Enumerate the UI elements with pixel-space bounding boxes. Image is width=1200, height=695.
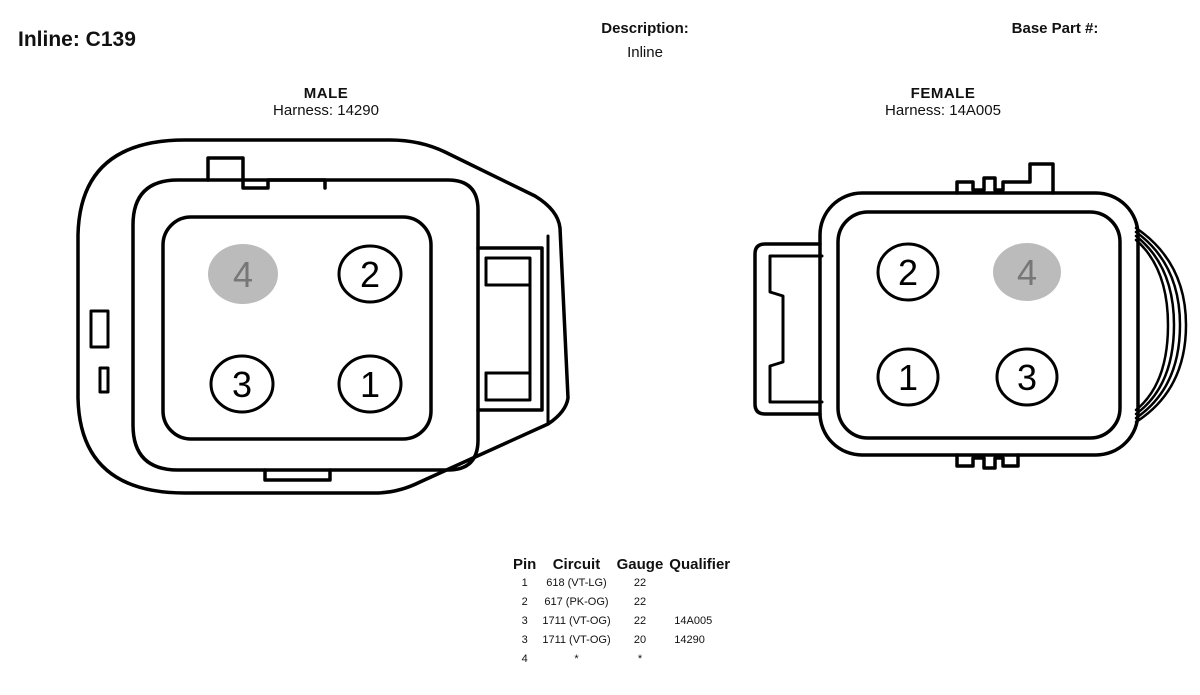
circuit-cell: 1711 (VT-OG) bbox=[542, 633, 611, 646]
pin-cell: 3 bbox=[521, 633, 528, 646]
female-cavity-2-label: 2 bbox=[898, 252, 918, 293]
female-gender-label: FEMALE bbox=[910, 85, 976, 102]
female-cavities: 2 4 1 3 bbox=[876, 242, 1061, 407]
female-harness-label: Harness: 14A005 bbox=[885, 102, 1001, 119]
table-header-row: Pin Circuit Gauge Qualifier bbox=[510, 556, 733, 573]
male-cavity-3-label: 3 bbox=[232, 364, 252, 405]
gauge-cell: 22 bbox=[633, 614, 647, 627]
gauge-cell: * bbox=[637, 652, 643, 665]
gauge-cell: 22 bbox=[633, 595, 647, 608]
gauge-cell: 22 bbox=[633, 576, 647, 589]
male-harness-label: Harness: 14290 bbox=[273, 102, 379, 119]
description-label: Description: bbox=[601, 20, 689, 37]
female-cavity-4 bbox=[993, 243, 1061, 301]
female-connector-header: FEMALE Harness: 14A005 bbox=[823, 85, 1063, 119]
qualifier-cell bbox=[666, 573, 733, 592]
pin-cell: 1 bbox=[521, 576, 528, 589]
male-left-window-large bbox=[89, 309, 110, 349]
table-row: 2 617 (PK-OG) 22 bbox=[510, 592, 733, 611]
female-cavity-3-label: 3 bbox=[1017, 357, 1037, 398]
male-connector-drawing bbox=[76, 138, 570, 495]
page-title: Inline: C139 bbox=[18, 28, 136, 51]
male-left-window-small bbox=[98, 366, 110, 394]
male-right-lock bbox=[476, 246, 544, 412]
female-cavity-4-label: 4 bbox=[1017, 252, 1037, 293]
male-cavity-2-label: 2 bbox=[360, 254, 380, 295]
male-cavity-area bbox=[161, 215, 433, 441]
female-connector-drawing bbox=[753, 162, 1188, 470]
male-connector-header: MALE Harness: 14290 bbox=[206, 85, 446, 119]
qualifier-cell bbox=[666, 592, 733, 611]
female-cavity-1 bbox=[876, 347, 940, 407]
male-outer-shell bbox=[76, 138, 570, 495]
male-cavity-4-label: 4 bbox=[233, 254, 253, 295]
male-gender-label: MALE bbox=[303, 85, 349, 102]
female-outer-shell bbox=[818, 191, 1140, 457]
column-header-circuit: Circuit bbox=[552, 556, 601, 573]
circuit-cell: 1711 (VT-OG) bbox=[542, 614, 611, 627]
circuit-cell: * bbox=[574, 652, 579, 665]
male-cavity-1 bbox=[337, 354, 403, 414]
table-row: 4 * * bbox=[510, 649, 733, 668]
pinout-table: Pin Circuit Gauge Qualifier 1 618 (VT-LG… bbox=[510, 556, 733, 668]
gauge-cell: 20 bbox=[633, 633, 647, 646]
female-top-latch bbox=[955, 162, 1055, 195]
female-right-seal bbox=[1134, 226, 1188, 424]
male-cavity-2 bbox=[337, 244, 403, 304]
table-row: 3 1711 (VT-OG) 22 14A005 bbox=[510, 611, 733, 630]
circuit-cell: 618 (VT-LG) bbox=[546, 576, 607, 589]
qualifier-cell: 14290 bbox=[674, 633, 705, 646]
female-cavity-3 bbox=[995, 347, 1059, 407]
male-top-latch bbox=[206, 156, 327, 190]
pin-cell: 4 bbox=[521, 652, 528, 665]
column-header-qualifier: Qualifier bbox=[669, 556, 731, 573]
male-cavity-4 bbox=[208, 244, 278, 304]
female-cavity-1-label: 1 bbox=[898, 357, 918, 398]
pin-cell: 3 bbox=[521, 614, 528, 627]
female-cavity-2 bbox=[876, 242, 940, 302]
column-header-gauge: Gauge bbox=[616, 556, 664, 573]
female-inner-frame bbox=[836, 210, 1122, 440]
description-value: Inline bbox=[627, 44, 663, 61]
circuit-cell: 617 (PK-OG) bbox=[544, 595, 609, 608]
table-row: 3 1711 (VT-OG) 20 14290 bbox=[510, 630, 733, 649]
base-part-label: Base Part #: bbox=[1011, 20, 1099, 37]
male-cavities: 4 2 3 1 bbox=[208, 244, 403, 414]
column-header-pin: Pin bbox=[513, 556, 537, 573]
male-cavity-1-label: 1 bbox=[360, 364, 380, 405]
table-row: 1 618 (VT-LG) 22 bbox=[510, 573, 733, 592]
male-inner-frame bbox=[131, 178, 480, 472]
male-cavity-3 bbox=[209, 354, 275, 414]
male-bottom-tab bbox=[263, 468, 332, 482]
pin-cell: 2 bbox=[521, 595, 528, 608]
qualifier-cell: 14A005 bbox=[674, 614, 713, 627]
qualifier-cell bbox=[666, 649, 733, 668]
female-bottom-latch bbox=[955, 453, 1020, 470]
female-left-lock bbox=[753, 242, 822, 416]
